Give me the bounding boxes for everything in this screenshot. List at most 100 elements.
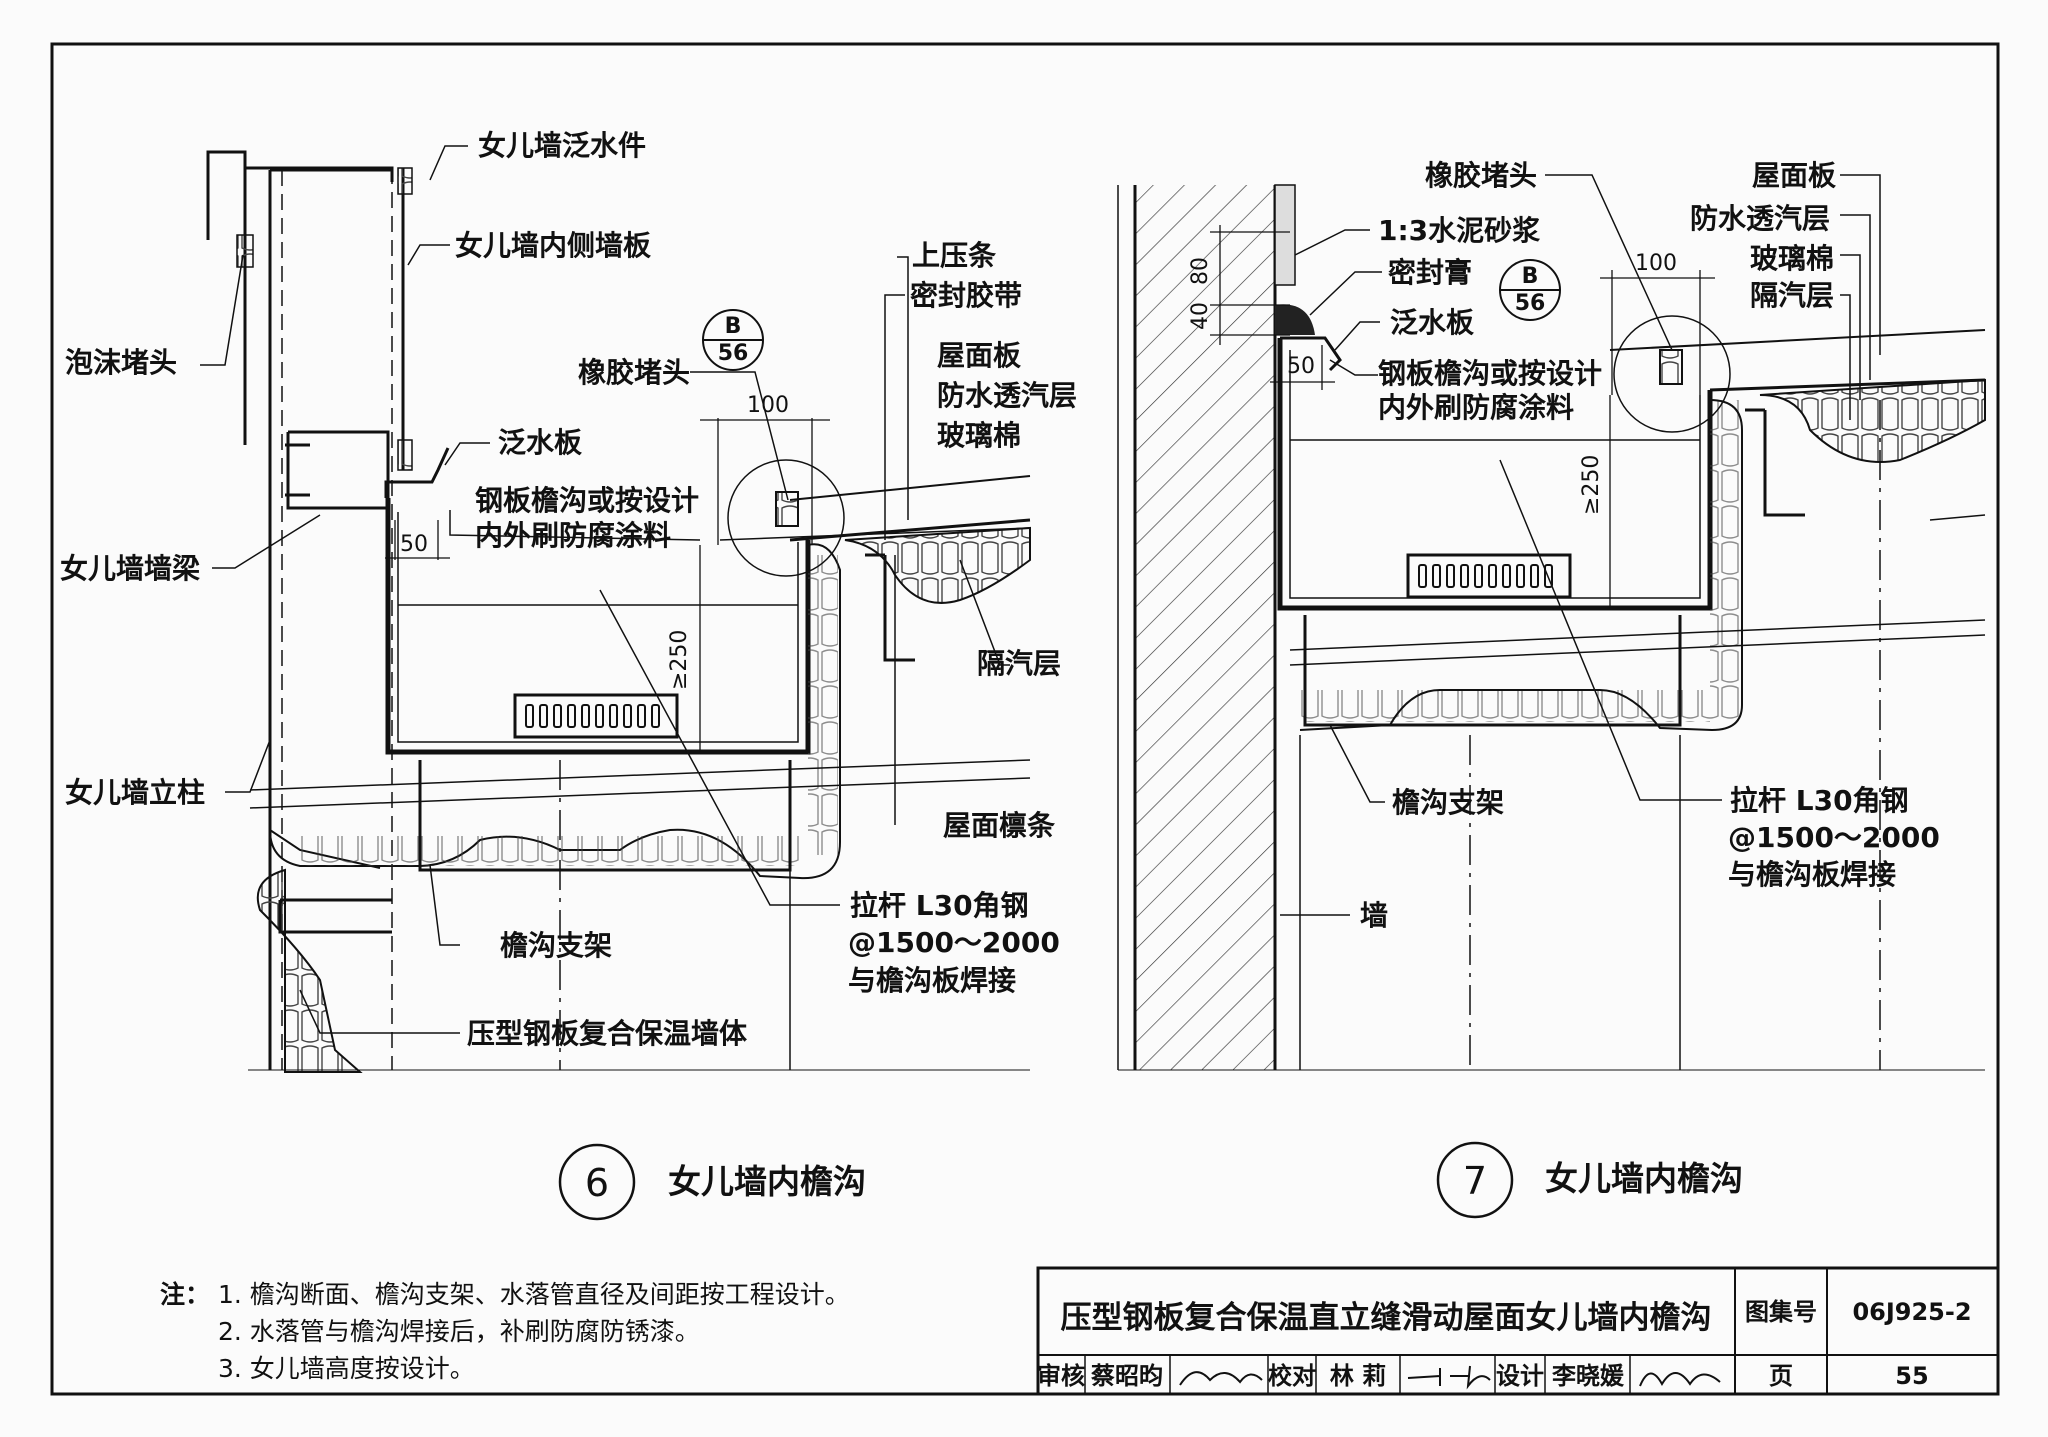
label-tie-rod-1-7: 拉杆 L30角钢 (1730, 784, 1909, 817)
label-sealant: 密封膏 (1388, 256, 1472, 289)
dim-100-6: 100 (747, 393, 789, 418)
detail-number-circle-7 (1436, 1141, 1514, 1219)
label-rubber-plug-6: 橡胶堵头 (578, 356, 690, 389)
grate-slot (1502, 564, 1511, 588)
label-breather-6: 防水透汽层 (937, 379, 1077, 412)
label-seal-tape: 密封胶带 (910, 279, 1022, 312)
label-mortar: 1:3水泥砂浆 (1378, 214, 1541, 247)
grate-slot (609, 704, 618, 728)
outlet-grate-6 (513, 693, 679, 739)
label-purlin: 屋面檩条 (943, 809, 1055, 842)
detail-callout-circle-6 (727, 459, 845, 577)
ref-top-7: B (1522, 264, 1539, 289)
grate-slot (581, 704, 590, 728)
grate-slot (1516, 564, 1525, 588)
label-glass-wool-7: 玻璃棉 (1750, 242, 1834, 275)
note-item-3: 3. 女儿墙高度按设计。 (218, 1354, 475, 1383)
detail-callout-circle-7 (1613, 315, 1731, 433)
dim-40-7: 40 (1188, 302, 1213, 330)
gutter-insulation-7 (1299, 399, 1743, 732)
label-parapet-column: 女儿墙立柱 (65, 776, 205, 809)
dimension-7 (1210, 225, 1715, 608)
label-tie-rod-1-6: 拉杆 L30角钢 (850, 889, 1029, 922)
grate-slot (1432, 564, 1441, 588)
roof-insulation-7 (1759, 378, 1986, 463)
checker-signature (1407, 1365, 1491, 1390)
label-wall: 墙 (1360, 899, 1388, 932)
designer-name: 李晓媛 (1552, 1362, 1625, 1390)
grate-slot (1488, 564, 1497, 588)
label-vapor-barrier-6: 隔汽层 (977, 647, 1061, 680)
grate-slot (525, 704, 534, 728)
detail-number-circle-6 (558, 1143, 636, 1221)
dimension-6 (385, 418, 830, 752)
page-label: 页 (1769, 1362, 1793, 1390)
label-tie-rod-3-6: 与檐沟板焊接 (848, 964, 1016, 997)
label-roof-panel-7: 屋面板 (1752, 159, 1836, 192)
grate-slot (539, 704, 548, 728)
detail-number-6: 6 (585, 1161, 609, 1205)
grate-slot (1460, 564, 1469, 588)
grate-slot (553, 704, 562, 728)
check-label: 校对 (1268, 1362, 1316, 1390)
dim-250-6: ≥250 (667, 630, 692, 690)
parapet-beam (286, 430, 390, 510)
ref-top-6: B (725, 314, 742, 339)
label-rubber-plug-7: 橡胶堵头 (1425, 159, 1537, 192)
page-number: 55 (1895, 1362, 1928, 1390)
label-roof-panel-6: 屋面板 (937, 339, 1021, 372)
parapet-flashing-cap (206, 150, 394, 240)
label-flashing-7: 泛水板 (1390, 306, 1474, 339)
detail-7-drawing: 80 40 50 100 ≥250 B 56 橡胶堵头 1:3水泥砂浆 密封膏 (1117, 159, 1986, 1219)
grate-slot (1474, 564, 1483, 588)
label-parapet-inner-panel: 女儿墙内侧墙板 (455, 229, 651, 262)
note-item-2: 2. 水落管与檐沟焊接后，补刷防腐防锈漆。 (218, 1317, 700, 1346)
reviewer-signature (1179, 1371, 1263, 1386)
atlas-number: 06J925-2 (1852, 1298, 1971, 1326)
label-top-strip: 上压条 (912, 239, 996, 272)
label-gutter-note-2-7: 内外刷防腐涂料 (1378, 391, 1574, 424)
grate-slot (651, 704, 660, 728)
label-gutter-note-1-6: 钢板檐沟或按设计 (475, 484, 699, 517)
dim-250-7: ≥250 (1579, 455, 1604, 515)
grate-slot (1418, 564, 1427, 588)
roof-insulation-6 (844, 526, 1031, 604)
notes-prefix: 注： (160, 1280, 210, 1309)
grate-slot (637, 704, 646, 728)
dim-100-7: 100 (1635, 251, 1677, 276)
grate-slot (623, 704, 632, 728)
grate-slot (567, 704, 576, 728)
grate-slot (595, 704, 604, 728)
atlas-label: 图集号 (1745, 1298, 1817, 1326)
designer-signature (1639, 1372, 1721, 1387)
detail-title-7: 女儿墙内檐沟 (1545, 1159, 1743, 1198)
label-gutter-note-2-6: 内外刷防腐涂料 (475, 519, 671, 552)
title-block: 压型钢板复合保温直立缝滑动屋面女儿墙内檐沟 图集号 06J925-2 审核 蔡昭… (1036, 1266, 2000, 1396)
label-glass-wool-6: 玻璃棉 (937, 419, 1021, 452)
label-vapor-barrier-7: 隔汽层 (1750, 279, 1834, 312)
label-wall-body: 压型钢板复合保温墙体 (467, 1017, 748, 1050)
drawing-title: 压型钢板复合保温直立缝滑动屋面女儿墙内檐沟 (1061, 1300, 1712, 1336)
design-label: 设计 (1496, 1362, 1544, 1390)
review-label: 审核 (1037, 1362, 1085, 1390)
checker-name: 林 莉 (1330, 1362, 1386, 1390)
label-tie-rod-2-6: @1500～2000 (848, 926, 1060, 959)
purlin-7 (1745, 408, 1805, 517)
flashing-7 (1280, 336, 1342, 372)
dim-50-6: 50 (400, 532, 428, 557)
gutter-bracket-7 (1303, 615, 1682, 727)
mortar-layer (1274, 184, 1296, 286)
sheet-border (50, 42, 2000, 1396)
dim-50-7: 50 (1287, 354, 1315, 379)
outlet-grate-7 (1406, 553, 1572, 599)
label-gutter-bracket-7: 檐沟支架 (1392, 786, 1504, 819)
reviewer-name: 蔡昭昀 (1091, 1362, 1163, 1390)
label-foam-plug: 泡沫堵头 (65, 346, 177, 379)
flashing-6 (384, 447, 450, 498)
grate-slot (1446, 564, 1455, 588)
detail-6-drawing: 100 50 ≥250 B 56 女儿墙泛水件 女儿墙内侧墙板 (60, 129, 1077, 1221)
label-flashing-6: 泛水板 (498, 426, 582, 459)
note-item-1: 1. 檐沟断面、檐沟支架、水落管直径及间距按工程设计。 (218, 1280, 850, 1309)
ref-bottom-7: 56 (1515, 291, 1546, 316)
dim-80-7: 80 (1188, 257, 1213, 285)
